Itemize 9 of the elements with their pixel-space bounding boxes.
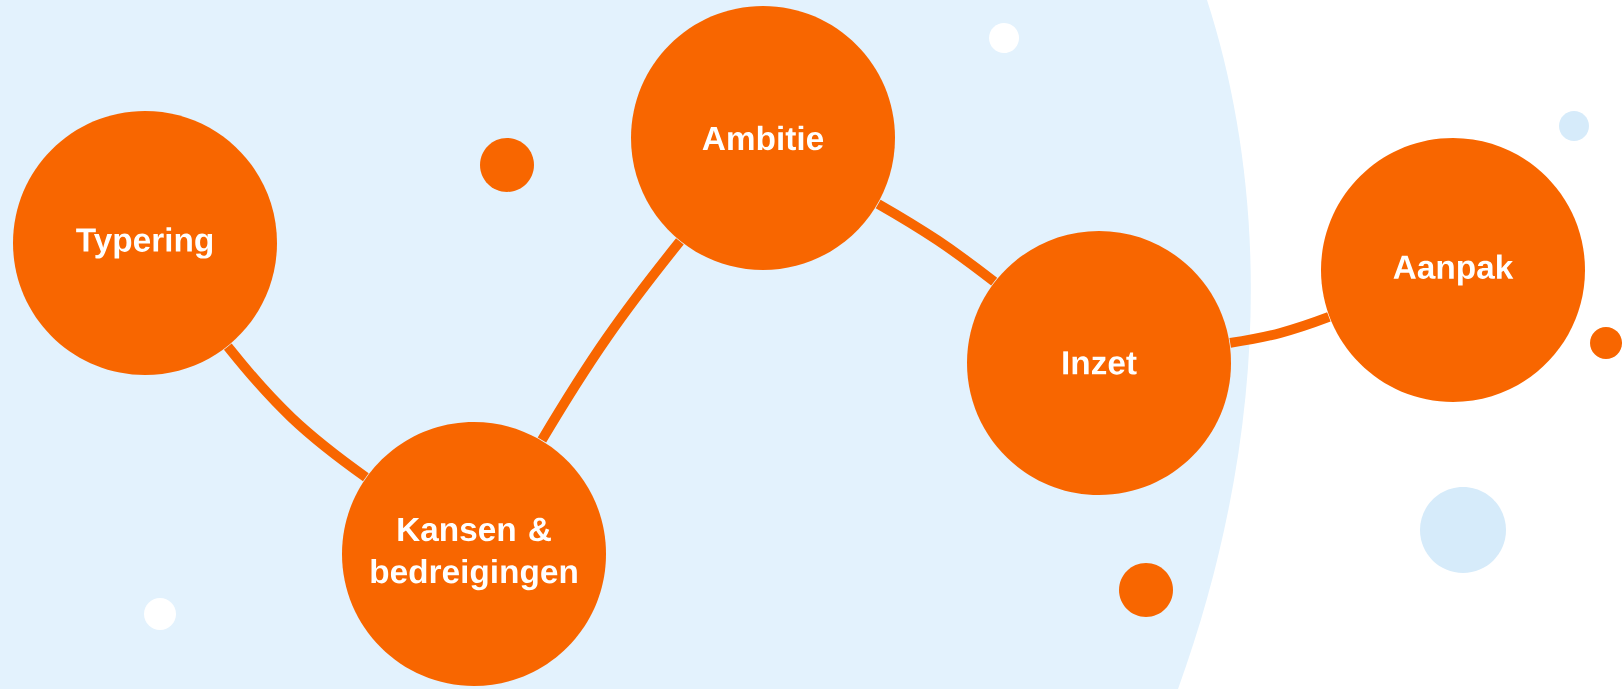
circle-node: Inzet xyxy=(967,231,1231,495)
circle-node: Kansen & bedreigingen xyxy=(342,422,606,686)
circle-node: Typering xyxy=(13,111,277,375)
connector-line xyxy=(875,199,998,286)
circle-node: Aanpak xyxy=(1321,138,1585,402)
circle-node: Ambitie xyxy=(631,6,895,270)
connector-line xyxy=(1229,312,1331,348)
connector-line xyxy=(537,238,684,443)
connector-line xyxy=(224,343,369,482)
